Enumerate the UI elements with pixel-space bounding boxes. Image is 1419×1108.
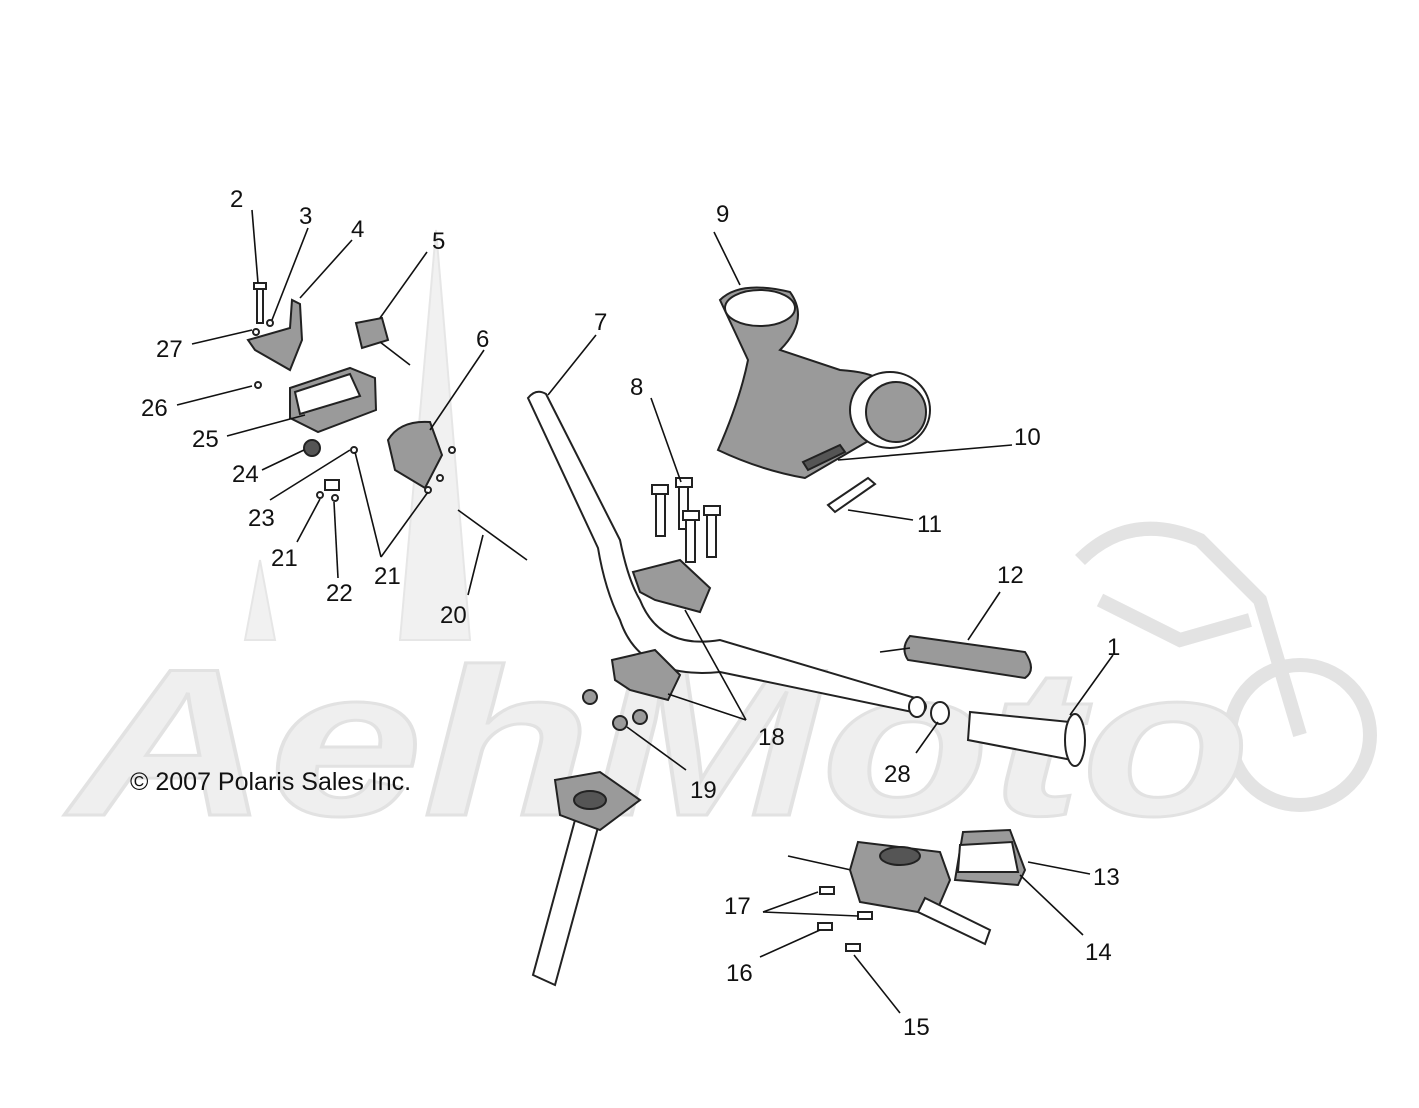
callout-28: 28 <box>884 761 911 788</box>
clamp-nuts <box>582 689 648 731</box>
leader-lines <box>176 209 1114 1014</box>
cable-20 <box>457 509 528 561</box>
callout-5: 5 <box>432 228 445 255</box>
lower-clamp <box>610 648 682 702</box>
left-grip <box>903 634 1032 680</box>
callout-10: 10 <box>1014 424 1041 451</box>
callout-20: 20 <box>440 602 467 629</box>
callout-8: 8 <box>630 374 643 401</box>
callout-18: 18 <box>758 724 785 751</box>
callout-21a: 21 <box>271 545 298 572</box>
pad-bracket <box>826 476 877 514</box>
bolt-2 <box>256 284 264 324</box>
brake-master-cylinder <box>787 840 992 946</box>
mirror-bracket <box>246 298 304 372</box>
handlebar-pad <box>716 286 931 480</box>
callout-4: 4 <box>351 216 364 243</box>
callout-2: 2 <box>230 186 243 213</box>
cap-24 <box>303 439 321 457</box>
callout-26: 26 <box>141 395 168 422</box>
callout-17: 17 <box>724 893 751 920</box>
callout-numbers: 1 2 3 4 5 6 7 8 9 10 11 12 13 14 15 16 1… <box>141 186 1120 1041</box>
callout-21b: 21 <box>374 563 401 590</box>
callout-13: 13 <box>1093 864 1120 891</box>
callout-25: 25 <box>192 426 219 453</box>
callout-14: 14 <box>1085 939 1112 966</box>
callout-16: 16 <box>726 960 753 987</box>
callout-24: 24 <box>232 461 259 488</box>
callout-22: 22 <box>326 580 353 607</box>
callout-23: 23 <box>248 505 275 532</box>
clamp-bolts <box>651 477 721 563</box>
upper-clamp <box>631 558 712 614</box>
callout-19: 19 <box>690 777 717 804</box>
bar-end-plug <box>930 701 950 725</box>
callout-12: 12 <box>997 562 1024 589</box>
callout-27: 27 <box>156 336 183 363</box>
callout-15: 15 <box>903 1014 930 1041</box>
callout-1: 1 <box>1107 634 1120 661</box>
switch-housing-6 <box>386 420 444 490</box>
switch-cover-5 <box>354 316 390 350</box>
callout-7: 7 <box>594 309 607 336</box>
callout-9: 9 <box>716 201 729 228</box>
callout-6: 6 <box>476 326 489 353</box>
callout-11: 11 <box>917 511 942 538</box>
pad-strap <box>801 443 847 472</box>
copyright-text: © 2007 Polaris Sales Inc. <box>130 768 411 796</box>
callout-3: 3 <box>299 203 312 230</box>
